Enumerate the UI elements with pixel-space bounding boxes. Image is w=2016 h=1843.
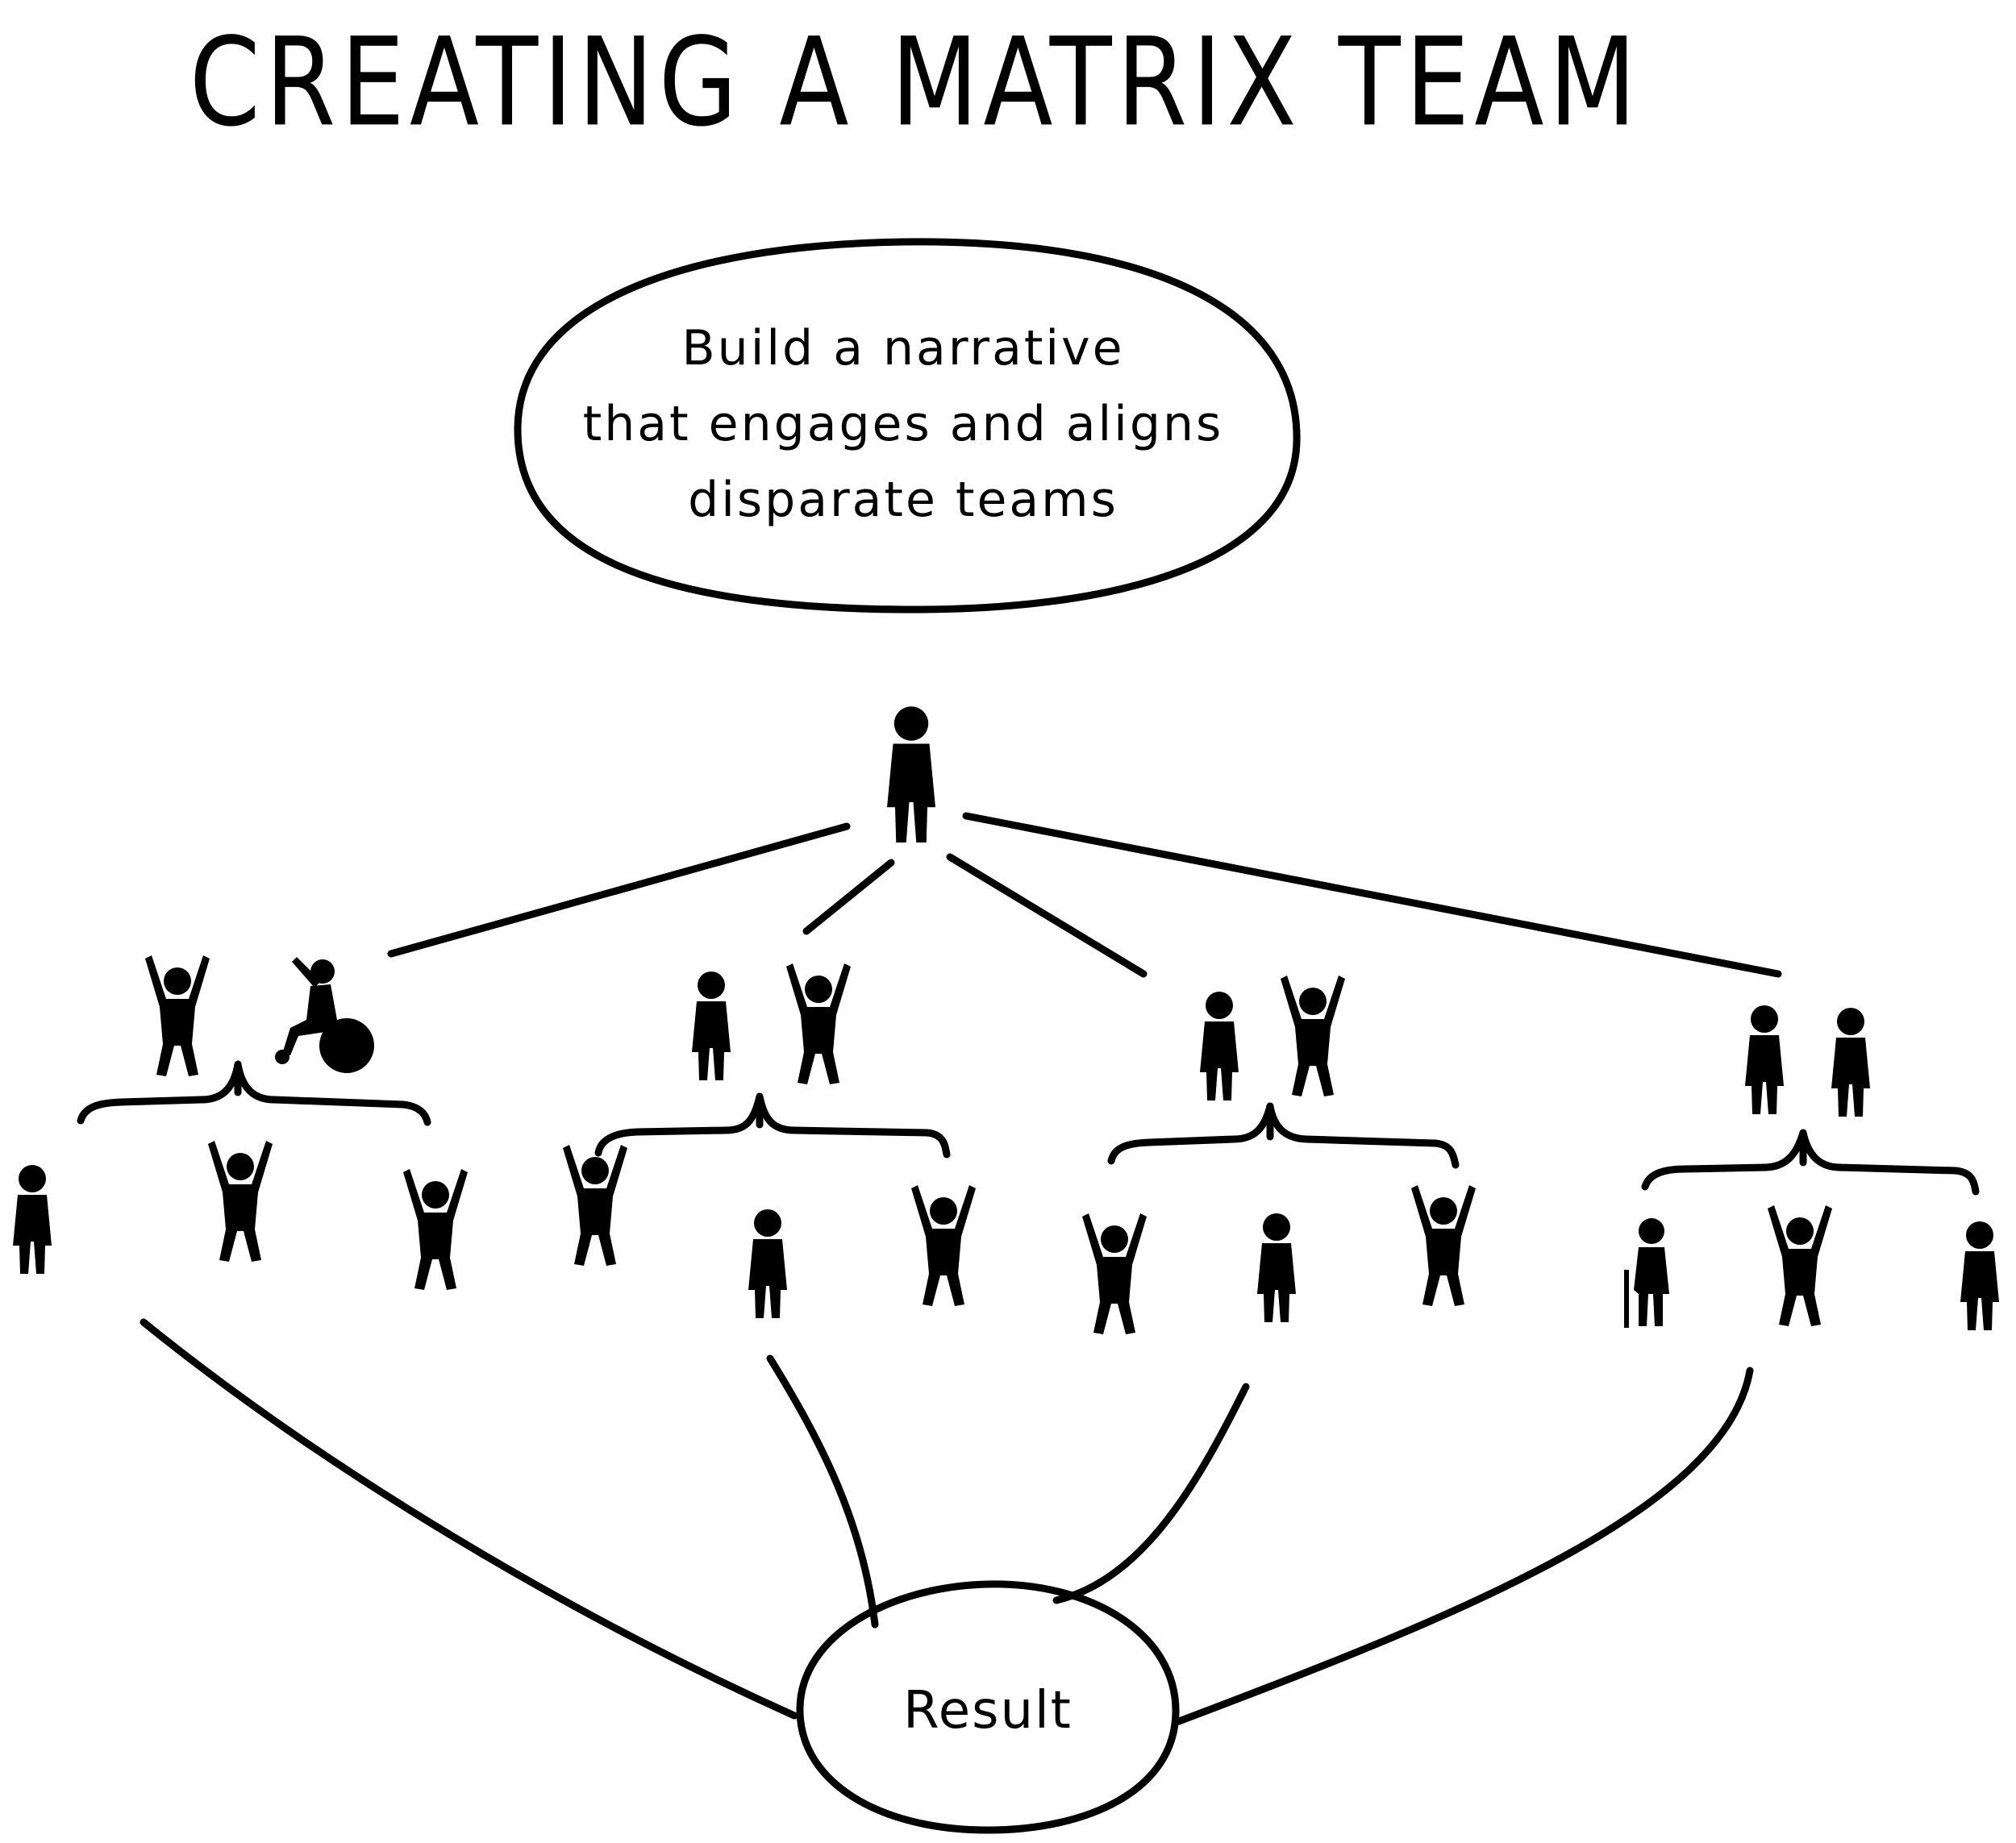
team-1-sub-member-3-icon [403, 1169, 468, 1290]
team-3-sub-member-1-icon [1082, 1213, 1147, 1334]
leader-to-team-2-line [802, 859, 895, 935]
team-2-brace [594, 1092, 951, 1159]
team-4-member-b-icon [1831, 1008, 1870, 1117]
goal-line-1: Build a narrative [681, 320, 1125, 377]
team-2-member-a-icon [692, 971, 731, 1080]
team-2-to-result-curve [766, 1354, 879, 1629]
leader-figure-icon [887, 706, 935, 842]
team-1-wheelchair-user-icon [275, 957, 374, 1073]
leader-to-team-4-line [962, 812, 1782, 978]
diagram-title: CREATING A MATRIX TEAM [189, 11, 1642, 154]
goal-line-3: disparate teams [688, 472, 1118, 528]
goal-bubble-text: Build a narrative that engages and align… [524, 310, 1282, 538]
people-figures [13, 706, 1999, 1334]
team-2-sub-member-3-icon [911, 1185, 976, 1306]
team-1-sub-member-1-icon [13, 1165, 52, 1274]
team-2-sub-member-1-icon [563, 1145, 627, 1266]
team-3-brace [1107, 1102, 1460, 1169]
result-label: Result [903, 1681, 1073, 1741]
team-4-sub-member-1-cane-user-icon [1624, 1218, 1669, 1328]
team-2-sub-member-2-icon [748, 1209, 787, 1318]
team-4-brace [1641, 1129, 1980, 1196]
team-3-member-a-icon [1200, 992, 1239, 1100]
team-3-sub-member-2-icon [1257, 1213, 1296, 1322]
team-4-sub-member-3-icon [1960, 1221, 1999, 1330]
team-4-to-result-curve [1175, 1367, 1754, 1725]
team-3-sub-member-3-icon [1411, 1185, 1476, 1306]
leader-to-team-1-line [387, 822, 851, 958]
team-1-sub-member-2-icon [208, 1141, 273, 1262]
team-3-member-b-icon [1281, 976, 1345, 1096]
result-bubble-outline [796, 1580, 1180, 1834]
team-4-member-a-icon [1745, 1005, 1784, 1114]
team-4-sub-member-2-icon [1768, 1205, 1832, 1326]
team-1-member-a-icon [145, 955, 210, 1076]
team-1-to-result-curve [140, 1318, 798, 1720]
goal-line-2: that engages and aligns [582, 396, 1224, 452]
team-2-member-b-icon [786, 963, 851, 1084]
team-3-to-result-curve [1052, 1383, 1250, 1604]
leader-to-team-3-line [946, 853, 1148, 978]
team-1-brace [77, 1060, 431, 1126]
goal-bubble-outline [514, 238, 1301, 614]
